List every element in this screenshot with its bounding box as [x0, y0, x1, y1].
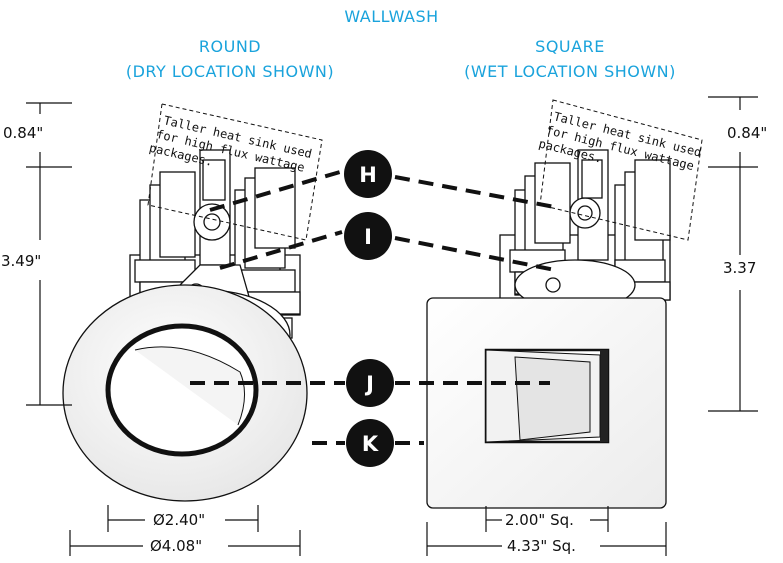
callout-h-label: H [359, 163, 377, 187]
callout-j-label: J [364, 372, 374, 396]
dim-right-heatsink: 0.84" [727, 124, 768, 142]
dim-square-overall: 4.33" Sq. [507, 537, 576, 555]
square-title: SQUARE [535, 37, 605, 56]
square-note-box [539, 99, 703, 241]
square-subtitle: (WET LOCATION SHOWN) [464, 62, 676, 81]
callout-h: H [344, 150, 392, 198]
callout-k: K [346, 419, 394, 467]
leader-lines [190, 170, 561, 445]
diagram-title: WALLWASH [344, 7, 439, 26]
dim-left-body: 3.49" [1, 252, 42, 270]
dim-left-heatsink: 0.84" [3, 124, 44, 142]
dim-round-overall: Ø4.08" [150, 537, 203, 555]
callout-i-label: I [364, 225, 372, 249]
callout-k-label: K [362, 432, 379, 456]
dimension-lines [26, 96, 758, 556]
round-aperture [105, 323, 259, 457]
dim-right-body: 3.37 [723, 259, 757, 277]
round-title: ROUND [198, 37, 262, 56]
round-subtitle: (DRY LOCATION SHOWN) [125, 62, 335, 81]
callout-j: J [346, 359, 394, 407]
dim-round-aperture: Ø2.40" [153, 511, 206, 529]
dim-square-aperture: 2.00" Sq. [505, 511, 574, 529]
callout-i: I [344, 212, 392, 260]
